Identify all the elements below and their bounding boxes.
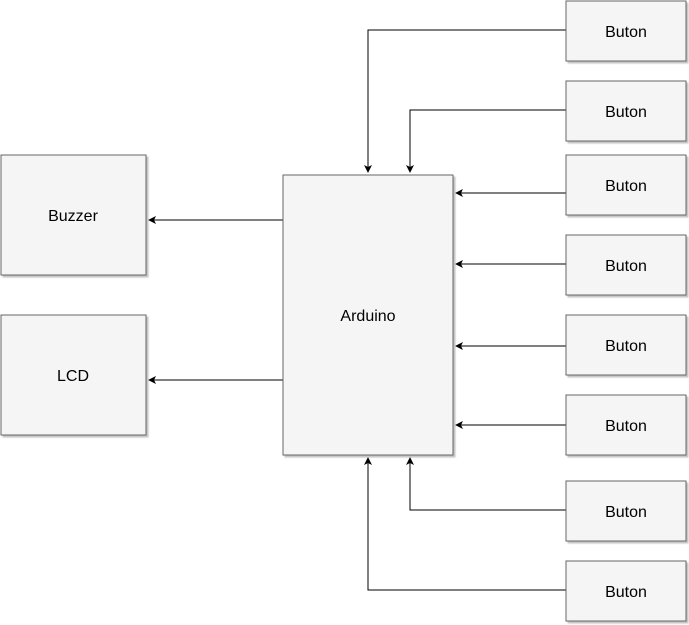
edges [148, 29, 566, 591]
node-button-1: Buton [565, 0, 687, 62]
arduino-label: Arduino [340, 308, 395, 325]
button-6-label: Buton [605, 418, 647, 435]
button-1-label: Buton [605, 24, 647, 41]
node-button-7: Buton [565, 480, 687, 542]
arduino-box [282, 174, 454, 456]
edge-button8-arduino [364, 457, 566, 591]
button-4-box [565, 234, 687, 296]
button-8-box [565, 560, 687, 622]
button-3-box [565, 154, 687, 216]
lcd-label: LCD [57, 368, 89, 385]
node-button-5: Buton [565, 314, 687, 376]
button-1-box [565, 0, 687, 62]
node-button-3: Buton [565, 154, 687, 216]
node-button-8: Buton [565, 560, 687, 622]
button-5-label: Buton [605, 338, 647, 355]
lcd-box [0, 314, 147, 436]
node-lcd: LCD [0, 314, 147, 436]
button-7-box [565, 480, 687, 542]
button-2-box [565, 80, 687, 142]
edge-button2-arduino [406, 109, 566, 173]
node-button-4: Buton [565, 234, 687, 296]
button-5-box [565, 314, 687, 376]
node-arduino: Arduino [282, 174, 454, 456]
button-6-box [565, 394, 687, 456]
button-2-label: Buton [605, 104, 647, 121]
buzzer-box [0, 154, 147, 276]
node-button-6: Buton [565, 394, 687, 456]
button-3-label: Buton [605, 178, 647, 195]
button-4-label: Buton [605, 258, 647, 275]
button-7-label: Buton [605, 504, 647, 521]
buzzer-label: Buzzer [48, 208, 98, 225]
edge-button1-arduino [364, 29, 566, 173]
node-buzzer: Buzzer [0, 154, 147, 276]
node-button-2: Buton [565, 80, 687, 142]
edge-button7-arduino [406, 457, 566, 511]
button-8-label: Buton [605, 584, 647, 601]
